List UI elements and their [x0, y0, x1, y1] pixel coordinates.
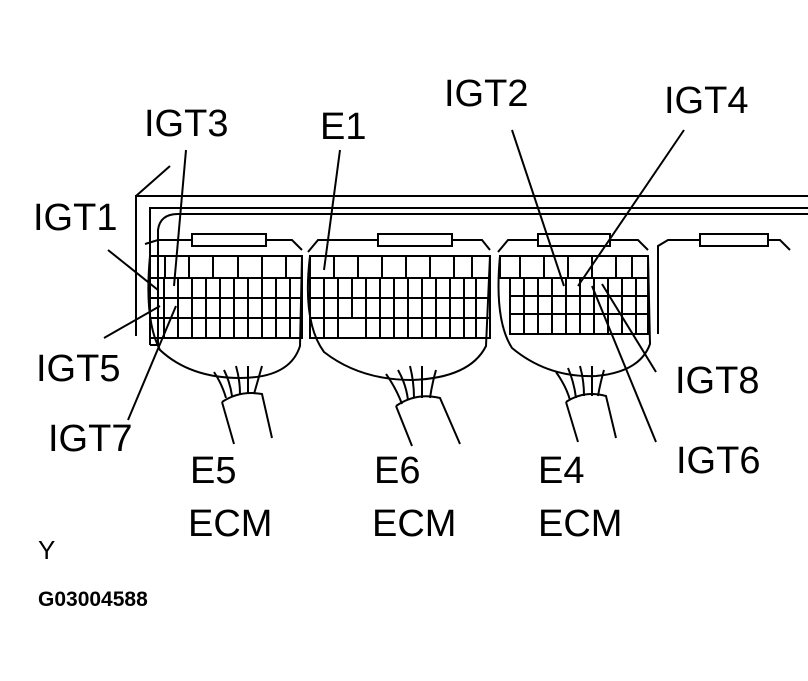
connector-e5-body [144, 233, 303, 380]
leader-igt4 [577, 129, 685, 287]
leader-igt6 [591, 285, 657, 443]
connector-e6-name: ECM [372, 503, 457, 545]
connector-e5-name: ECM [188, 503, 273, 545]
leader-igt1 [107, 249, 159, 291]
connector-e4-name: ECM [538, 503, 623, 545]
harness-e4 [555, 365, 617, 443]
label-igt8: IGT8 [675, 360, 760, 402]
connector-e6-body [306, 233, 491, 382]
harness-e6 [385, 365, 461, 447]
label-e1: E1 [320, 106, 367, 148]
label-igt4: IGT4 [664, 80, 749, 122]
label-igt3: IGT3 [144, 103, 229, 145]
leader-lines [103, 129, 685, 443]
label-igt5: IGT5 [36, 348, 121, 390]
label-igt2: IGT2 [444, 73, 529, 115]
corner-mark: Y [38, 535, 56, 565]
leader-igt2 [511, 129, 565, 287]
figure-id: G03004588 [38, 588, 148, 611]
label-igt1: IGT1 [33, 197, 118, 239]
leader-e1 [323, 149, 341, 271]
leader-igt5 [103, 305, 161, 339]
leader-igt8 [601, 283, 657, 373]
connector-e6-id: E6 [374, 450, 421, 492]
connector-e4-body [497, 233, 652, 378]
harness-e5 [213, 365, 273, 445]
leader-igt3 [173, 149, 187, 287]
connector-e5-id: E5 [190, 450, 237, 492]
label-igt7: IGT7 [48, 418, 133, 460]
connector-e4-id: E4 [538, 450, 585, 492]
leader-igt7 [127, 305, 177, 421]
connector-partial-right [657, 233, 791, 334]
label-igt6: IGT6 [676, 440, 761, 482]
